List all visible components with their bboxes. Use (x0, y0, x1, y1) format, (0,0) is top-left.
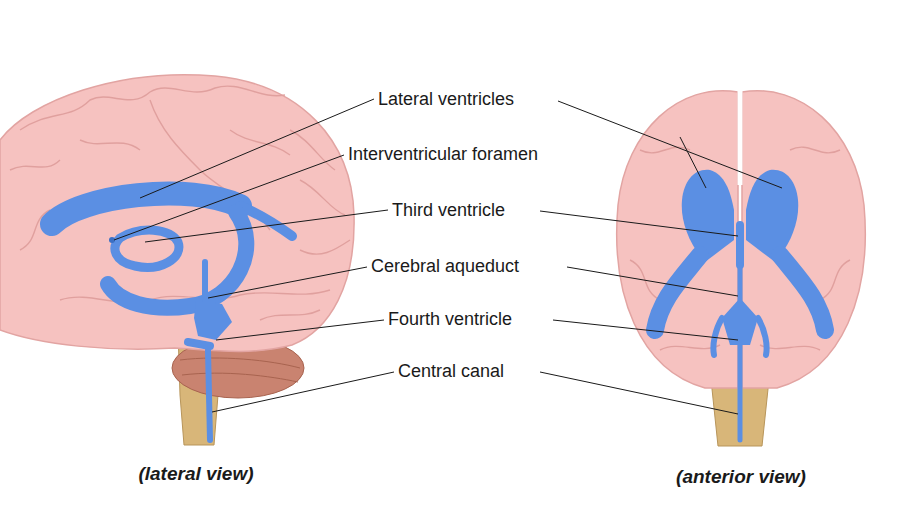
part-label: Fourth ventricle (388, 308, 512, 330)
part-label: Interventricular foramen (348, 143, 538, 165)
part-label: Cerebral aqueduct (371, 255, 519, 277)
part-label: Central canal (398, 360, 504, 382)
part-label: Lateral ventricles (378, 88, 514, 110)
view-caption: (anterior view) (676, 466, 806, 488)
part-label: Third ventricle (392, 199, 505, 221)
view-caption: (lateral view) (138, 463, 253, 485)
